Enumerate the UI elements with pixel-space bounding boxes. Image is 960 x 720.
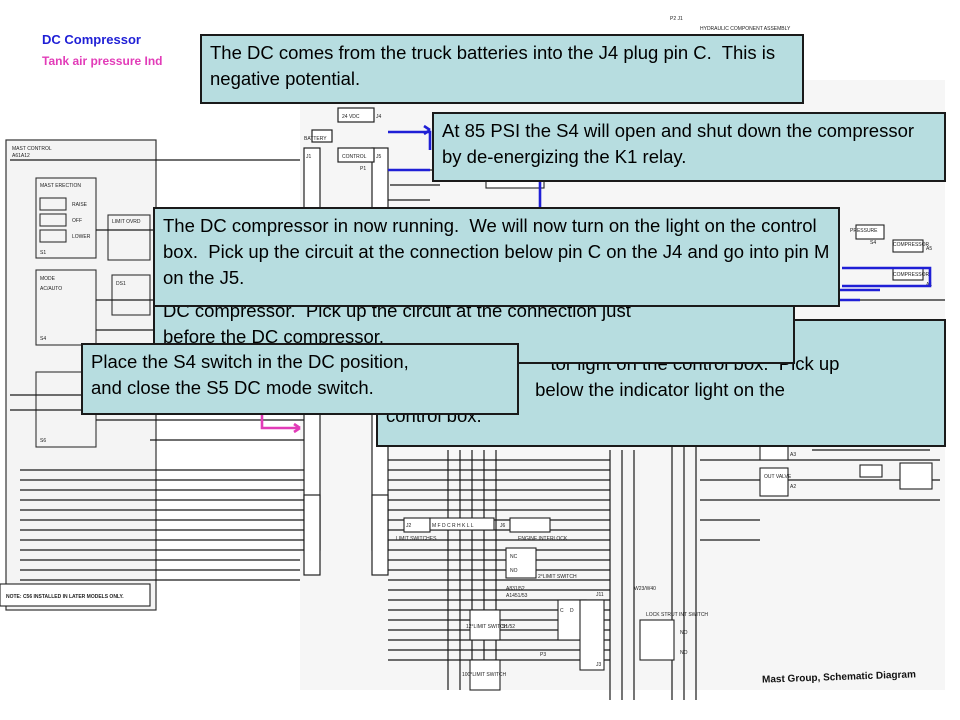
label-compressor-top: COMPRESSOR bbox=[893, 242, 930, 248]
label-j11: J11 bbox=[596, 592, 604, 598]
label-off: OFF bbox=[72, 218, 82, 224]
label-a1451: A1451/53 bbox=[506, 593, 528, 599]
dc-compressor-path bbox=[388, 124, 932, 302]
label-raise: RAISE bbox=[72, 202, 88, 208]
callout-s4-85psi: At 85 PSI the S4 will open and shut down… bbox=[432, 112, 946, 182]
label-a831: A831/52 bbox=[506, 586, 525, 592]
label-a2: A2 bbox=[790, 484, 796, 490]
blue-wire-4 bbox=[842, 266, 932, 288]
label-j1: J1 bbox=[306, 154, 312, 160]
label-100-limit-switch: 100°LIMIT SWITCH bbox=[462, 672, 507, 678]
label-lock-strut: LOCK STRUT INT SWITCH bbox=[646, 612, 708, 618]
label-lock-no-2: NO bbox=[680, 650, 688, 656]
label-switch-pins: M F D C R H K L L bbox=[432, 523, 474, 529]
label-mast-control: MAST CONTROL bbox=[12, 146, 52, 152]
label-ac-auto: AC/AUTO bbox=[40, 286, 62, 292]
lower-components bbox=[403, 167, 933, 691]
label-mast-erection: MAST ERECTION bbox=[40, 183, 81, 189]
label-pin-d: D bbox=[570, 608, 574, 614]
callout-battery-j4: The DC comes from the truck batteries in… bbox=[200, 34, 804, 104]
label-24vdc: 24 VDC bbox=[342, 114, 360, 120]
label-mode: MODE bbox=[40, 276, 56, 282]
label-mast-control-id: A61A12 bbox=[12, 153, 30, 159]
label-limit-switches: LIMIT SWITCHES bbox=[396, 536, 437, 542]
label-out-valve: OUT VALVE bbox=[764, 474, 792, 480]
label-p1: P1 bbox=[360, 166, 366, 172]
label-no: NO bbox=[510, 568, 518, 574]
label-p3: P3 bbox=[540, 652, 546, 658]
label-a3: A3 bbox=[790, 452, 796, 458]
callout-dc-compressor-running: The DC compressor in now running. We wil… bbox=[153, 207, 840, 307]
label-12-limit-switch: 12°LIMIT SWITCH bbox=[466, 624, 508, 630]
label-pressure: PRESSURE bbox=[850, 228, 878, 234]
label-control: CONTROL bbox=[342, 154, 367, 160]
label-s4-pressure: S4 bbox=[870, 240, 876, 246]
legend-tank-air-pressure: Tank air pressure Ind bbox=[42, 54, 163, 68]
label-compressor-dc: COMPRESSOR bbox=[893, 272, 930, 278]
label-ds1: DS1 bbox=[116, 281, 126, 287]
label-j5: J5 bbox=[376, 154, 382, 160]
note-text: NOTE: C56 INSTALLED IN LATER MODELS ONLY… bbox=[6, 594, 124, 600]
label-lower: LOWER bbox=[72, 234, 91, 240]
label-lock-no-1: NO bbox=[680, 630, 688, 636]
label-battery: BATTERY bbox=[304, 136, 327, 142]
label-j6: J6 bbox=[500, 523, 506, 529]
label-s6: S6 bbox=[40, 438, 46, 444]
label-2-limit-switch: 2°LIMIT SWITCH bbox=[538, 574, 577, 580]
label-w23: W23/W40 bbox=[634, 586, 656, 592]
blue-arrow bbox=[423, 124, 431, 136]
label-s1-52: S1/52 bbox=[502, 624, 515, 630]
note-box bbox=[0, 583, 151, 607]
label-nc: NC bbox=[510, 554, 518, 560]
label-j4: J4 bbox=[376, 114, 382, 120]
blue-wire-1 bbox=[388, 130, 432, 150]
label-j2: J2 bbox=[406, 523, 412, 529]
label-hydraulic: HYDRAULIC COMPONENT ASSEMBLY bbox=[700, 26, 791, 32]
label-a5: A5 bbox=[926, 246, 932, 252]
label-s1: S1 bbox=[40, 250, 46, 256]
label-p2-j1: P2 J1 bbox=[670, 16, 683, 22]
label-limit-ovrd: LIMIT OVRD bbox=[112, 219, 141, 225]
legend-dc-compressor: DC Compressor bbox=[42, 32, 141, 47]
label-engine-interlock: ENGINE INTERLOCK bbox=[518, 536, 568, 542]
label-s4: S4 bbox=[40, 336, 46, 342]
magenta-arrow bbox=[293, 422, 301, 434]
label-j3: J3 bbox=[596, 662, 602, 668]
callout-s4-s5-switch: Place the S4 switch in the DC position, … bbox=[81, 343, 519, 415]
label-pin-c: C bbox=[560, 608, 564, 614]
